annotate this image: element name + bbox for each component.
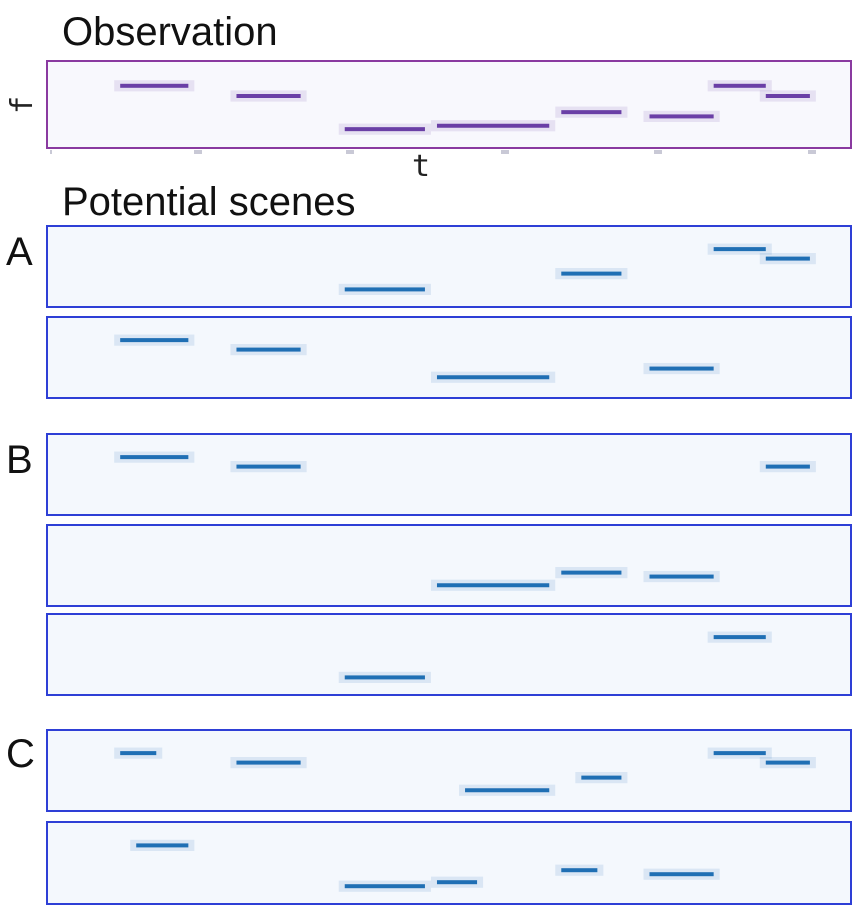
tone-segment: [649, 574, 714, 579]
potential-scenes-title: Potential scenes: [62, 180, 356, 224]
tone-segment: [713, 247, 766, 252]
tone-segment: [581, 775, 622, 780]
tone-segment: [436, 583, 550, 588]
tone-segment: [765, 256, 810, 261]
tone-segment: [649, 872, 714, 877]
tone-segment: [236, 347, 301, 352]
scene-group-label-c: C: [6, 732, 35, 776]
scene-c-panel-2: [46, 821, 852, 905]
tone-segment: [713, 751, 766, 756]
scene-b-panel-1: [46, 433, 852, 516]
tone-segment: [561, 110, 622, 115]
observation-spectrogram: [114, 80, 816, 135]
tone-segment: [765, 94, 810, 98]
scene-a-panel-1: [46, 225, 852, 308]
observation-panel: [46, 60, 852, 149]
scene-b-panel-1-tones: [114, 451, 816, 473]
scene-c-panel-1-tones: [114, 747, 816, 796]
tone-segment: [344, 884, 425, 889]
scene-c-panel-2-tones: [130, 839, 720, 892]
scene-a-panel-2: [46, 316, 852, 399]
tone-segment: [120, 338, 189, 343]
tone-segment: [765, 464, 810, 469]
tone-segment: [649, 114, 714, 119]
scene-b-panel-3: [46, 613, 852, 696]
tone-segment: [436, 375, 550, 380]
tone-segment: [344, 127, 425, 132]
tone-segment: [713, 635, 766, 640]
scene-a-panel-2-tones: [114, 334, 720, 383]
tone-segment: [120, 83, 189, 88]
tone-segment: [236, 760, 301, 765]
scene-b-panel-3-tones: [338, 631, 772, 684]
observation-title: Observation: [62, 10, 278, 54]
tone-segment: [561, 570, 622, 575]
tone-segment: [120, 751, 157, 756]
frequency-axis-label: f: [5, 95, 41, 115]
scene-b-panel-2: [46, 524, 852, 607]
scene-group-label-b: B: [6, 438, 33, 482]
tone-segment: [465, 788, 550, 793]
tone-segment: [649, 366, 714, 371]
scene-c-panel-1: [46, 729, 852, 812]
scene-b-panel-2-tones: [430, 567, 720, 591]
tone-segment: [344, 675, 425, 680]
tone-segment: [120, 455, 189, 460]
time-axis-ticks: [50, 150, 816, 154]
tone-segment: [236, 94, 301, 98]
tone-segment: [765, 760, 810, 765]
scene-a-panel-1-tones: [338, 243, 816, 296]
tone-segment: [713, 83, 766, 88]
scene-group-label-a: A: [6, 230, 33, 274]
tone-segment: [561, 868, 598, 873]
tone-segment: [436, 123, 550, 128]
tone-segment: [344, 287, 425, 292]
tone-segment: [136, 843, 189, 848]
tone-segment: [561, 271, 622, 276]
tone-segment: [436, 880, 478, 885]
time-axis-label: t: [412, 149, 431, 184]
tone-segment: [236, 464, 301, 469]
